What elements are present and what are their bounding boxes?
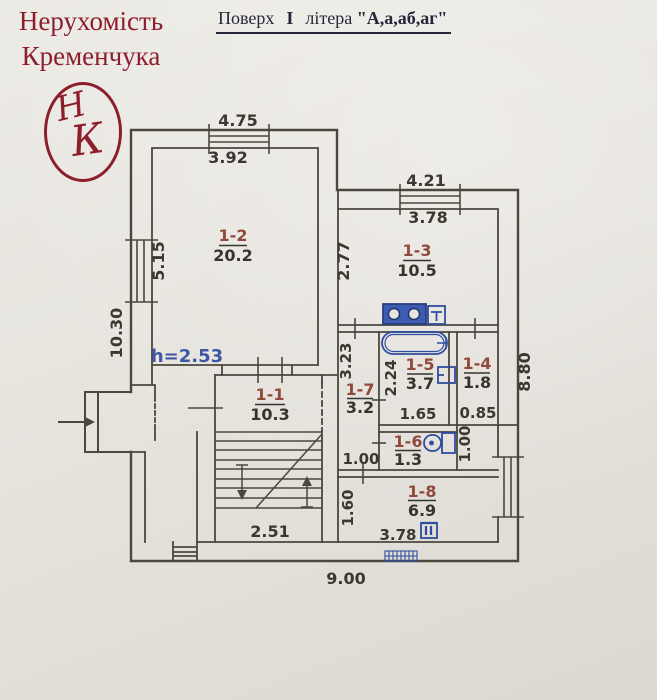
dim-bath-width: 1.65: [399, 405, 436, 423]
room-id: 1-3: [403, 241, 432, 260]
room-id: 1-5: [406, 355, 435, 374]
dim-top-inner: 3.92: [208, 148, 247, 167]
fixtures: [381, 303, 456, 562]
room-labels: 1-2 20.2 1-3 10.5 1-1 10.3 1-7 3.2 1-5: [213, 226, 491, 520]
outer-walls: [129, 128, 520, 563]
inner-walls: [130, 147, 519, 562]
radiator-icon: [384, 550, 418, 562]
dim-left-outer: 10.30: [107, 308, 126, 359]
room-area: 6.9: [408, 501, 436, 520]
room-id: 1-1: [256, 385, 285, 404]
room-id: 1-7: [346, 380, 375, 399]
room-area: 1.3: [394, 450, 422, 469]
washbasin-icon: [437, 366, 456, 384]
room-label-1-2: 1-2 20.2: [213, 226, 252, 265]
room-id: 1-4: [463, 354, 492, 373]
dim-corridor-height: 3.23: [337, 342, 355, 379]
room-label-1-1: 1-1 10.3: [250, 385, 289, 424]
title-word-floor: Поверх: [218, 8, 275, 28]
title-letters: "А,а,аб,аг": [356, 8, 448, 28]
porch: [58, 391, 131, 453]
kitchen-inner-contour: [337, 208, 499, 543]
stair-down-arrowhead-icon: [237, 490, 247, 500]
dim-stairs-width: 2.51: [250, 522, 289, 541]
room-area: 3.7: [406, 374, 434, 393]
bathtub-icon: [381, 331, 448, 355]
staircase: [215, 431, 323, 509]
window-left-room2: [125, 239, 158, 303]
tick-room1-top: [257, 357, 283, 383]
dim-kitchen-height: 2.77: [334, 241, 353, 280]
window-top-kitchen: [399, 184, 461, 215]
sink-icon: [420, 521, 438, 539]
bath-room4-wall: [448, 331, 458, 471]
stair-steps: [215, 431, 322, 509]
room-area: 1.8: [463, 373, 491, 392]
stair-up-arrowhead-icon: [302, 476, 312, 486]
gas-stove-icon: [382, 303, 427, 325]
above-room8-wall: [337, 469, 499, 478]
stair-up-arrow-shaft: [301, 482, 313, 508]
room-area: 3.2: [346, 398, 374, 417]
dim-kitchen-top-outer: 4.21: [406, 171, 445, 190]
brand-name-line2: Кременчука: [21, 41, 161, 72]
stair-diagonal: [255, 433, 323, 509]
entry-walls: [130, 384, 156, 453]
stair-down-arrow-shaft: [236, 464, 248, 494]
room-label-1-3: 1-3 10.5: [397, 241, 436, 280]
room-label-1-8: 1-8 6.9: [408, 482, 437, 520]
exterior-steps: [172, 541, 198, 562]
boiler-icon: [427, 305, 446, 325]
wall-connectors: [221, 364, 293, 376]
outer-contour: [129, 128, 520, 563]
title-floor-number: I: [286, 8, 294, 28]
door-ticks: [188, 318, 476, 484]
dim-corridor-width: 1.00: [342, 450, 379, 468]
room-label-1-4: 1-4 1.8: [463, 354, 492, 392]
brand-logo-ellipse: Н К: [44, 82, 122, 182]
room2-inner-contour: [151, 147, 319, 386]
dimension-labels: 4.75 3.92 4.21 3.78 5.15 10.30 2.77 8.80…: [107, 111, 534, 588]
room-label-1-7: 1-7 3.2: [346, 380, 375, 417]
dim-room2-height: 5.15: [149, 241, 168, 280]
windows: [125, 124, 524, 518]
window-top-room2: [208, 124, 270, 154]
room-area: 10.3: [250, 405, 289, 424]
room-label-1-5: 1-5 3.7: [406, 355, 435, 393]
room-id: 1-8: [408, 482, 437, 501]
room-id: 1-6: [394, 432, 423, 451]
kitchen-bottom-wall: [337, 324, 499, 333]
dim-passage-height: 1.00: [456, 425, 474, 462]
dim-room4-width: 0.85: [459, 404, 496, 422]
below-bath-wall: [378, 424, 519, 433]
room-area: 10.5: [397, 261, 436, 280]
dim-kitchen-top-inner: 3.78: [408, 208, 447, 227]
room-id: 1-2: [219, 226, 248, 245]
title-word-letter: літера: [305, 8, 353, 28]
dim-top-outer: 4.75: [218, 111, 257, 130]
window-right-room8: [492, 456, 524, 518]
dim-room8-width: 3.78: [379, 526, 416, 544]
brand-block: Нерухомість Кременчука: [6, 4, 176, 74]
dim-bottom-outer: 9.00: [326, 569, 365, 588]
dim-room8-height: 1.60: [339, 489, 357, 526]
toilet-icon: [423, 432, 456, 454]
brand-name-line1: Нерухомість: [18, 6, 164, 36]
dim-right-outer: 8.80: [515, 352, 534, 391]
tick-kitchen-bottom: [354, 318, 476, 339]
dim-bath-height: 2.24: [382, 359, 400, 396]
room-label-1-6: 1-6 1.3: [394, 432, 423, 469]
entrance-arrow-icon: [85, 417, 95, 427]
ceiling-height-note: h=2.53: [151, 346, 223, 367]
room-area: 20.2: [213, 246, 252, 265]
